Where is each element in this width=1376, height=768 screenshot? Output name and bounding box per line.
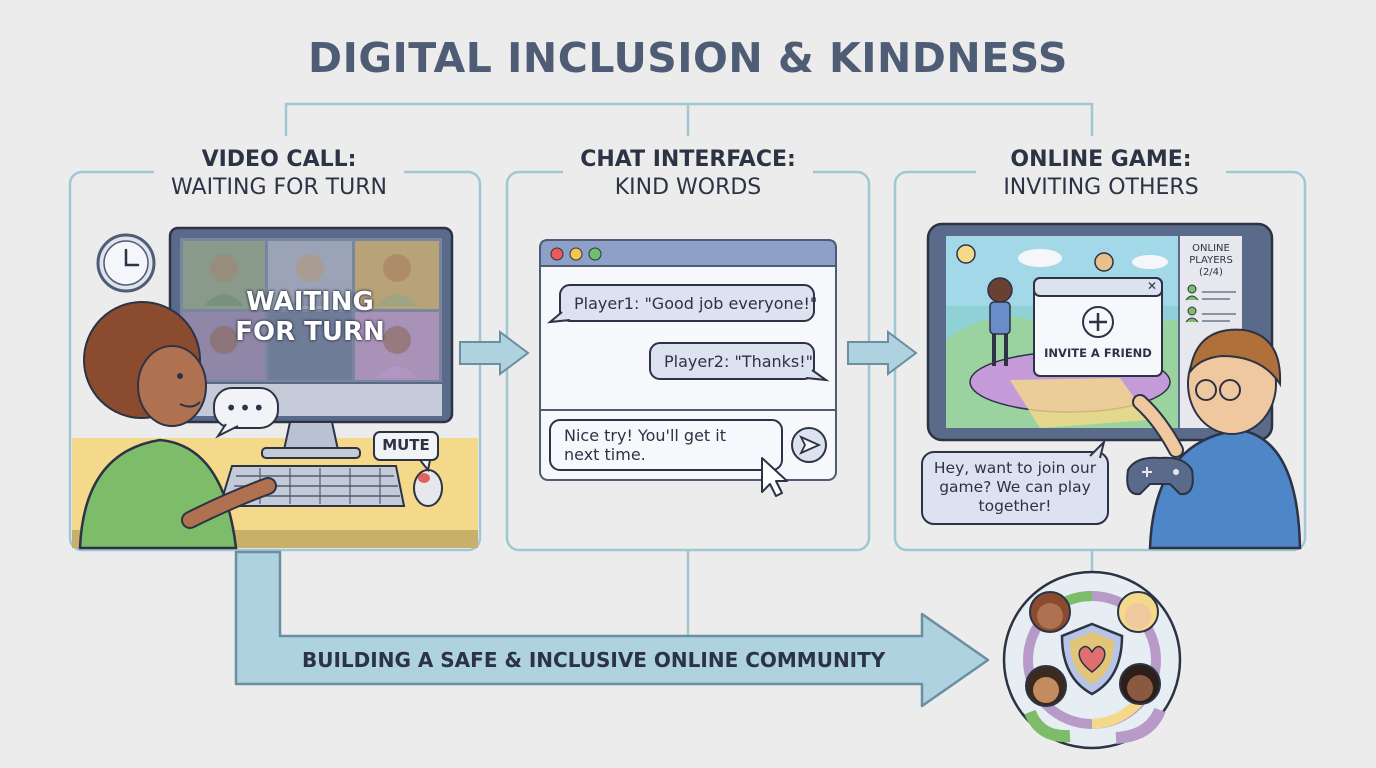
- game-speech-line1: Hey, want to join our: [933, 459, 1097, 477]
- shield-heart-icon: [1060, 622, 1124, 696]
- game-speech-bubble-shape: [921, 438, 1109, 525]
- arrow-chat-to-game: [847, 330, 918, 376]
- online-players-header: ONLINE PLAYERS (2/4): [1180, 243, 1242, 279]
- panel-title-main: CHAT INTERFACE:: [580, 147, 796, 172]
- gamepad-icon: [1126, 456, 1194, 496]
- panel-game-title: ONLINE GAME: INVITING OTHERS: [976, 146, 1226, 202]
- online-players-count: (2/4): [1199, 267, 1223, 278]
- mute-badge-shape: [373, 431, 439, 473]
- person-video-call: [78, 301, 277, 550]
- game-character-2: [1094, 252, 1114, 272]
- top-connector: [284, 102, 1094, 136]
- page-title: DIGITAL INCLUSION & KINDNESS: [308, 34, 1068, 82]
- waiting-overlay-line1: WAITING: [246, 287, 374, 317]
- video-call-scene: [72, 226, 478, 550]
- typing-bubble-shape: [213, 387, 279, 439]
- mouse-icon: [413, 469, 443, 507]
- community-arrow: [234, 550, 990, 708]
- invite-friend-button[interactable]: INVITE A FRIEND: [1044, 346, 1152, 360]
- waiting-overlay-line2: FOR TURN: [235, 317, 385, 347]
- dialog-close-icon[interactable]: ✕: [1146, 279, 1158, 293]
- chat-input-line1: Nice try! You'll get it: [564, 426, 726, 445]
- window-minimize-dot: [569, 247, 583, 261]
- chat-window: [539, 239, 837, 497]
- person-gamer: [1126, 328, 1302, 550]
- chat-message-1: Player1: "Good job everyone!": [574, 294, 818, 313]
- monitor-icon: [168, 226, 454, 459]
- community-circle: [1002, 570, 1182, 750]
- chat-input-field[interactable]: Nice try! You'll get it next time.: [564, 426, 726, 464]
- typing-indicator: •••: [225, 396, 267, 420]
- waiting-overlay: WAITING FOR TURN: [220, 287, 400, 347]
- clock-icon: [96, 233, 156, 293]
- send-icon: [791, 427, 827, 463]
- cursor-icon: [761, 457, 788, 497]
- plus-icon: [1082, 306, 1114, 338]
- game-speech-bubble: Hey, want to join our game? We can play …: [922, 459, 1108, 516]
- window-maximize-dot: [588, 247, 602, 261]
- panel-chat-title: CHAT INTERFACE: KIND WORDS: [563, 146, 813, 202]
- window-close-dot: [550, 247, 564, 261]
- community-label: BUILDING A SAFE & INCLUSIVE ONLINE COMMU…: [302, 648, 886, 672]
- arrow-video-to-chat: [459, 330, 530, 376]
- online-players-line1: ONLINE: [1192, 243, 1230, 254]
- player-icon: [1185, 284, 1236, 323]
- game-character: [987, 277, 1013, 366]
- panel-title-sub: INVITING OTHERS: [1003, 175, 1199, 200]
- panel-title-sub: KIND WORDS: [614, 175, 762, 200]
- game-speech-line2: game? We can play: [939, 478, 1091, 496]
- chat-input-line2: next time.: [564, 445, 646, 464]
- panel-video-call-title: VIDEO CALL: WAITING FOR TURN: [154, 146, 404, 202]
- panel-title-sub: WAITING FOR TURN: [170, 175, 388, 200]
- panel-title-main: VIDEO CALL:: [201, 147, 357, 172]
- mute-label[interactable]: MUTE: [382, 436, 430, 454]
- panel-title-main: ONLINE GAME:: [1010, 147, 1192, 172]
- online-players-line2: PLAYERS: [1189, 255, 1233, 266]
- game-speech-line3: together!: [978, 497, 1052, 515]
- chat-message-2: Player2: "Thanks!": [664, 352, 814, 371]
